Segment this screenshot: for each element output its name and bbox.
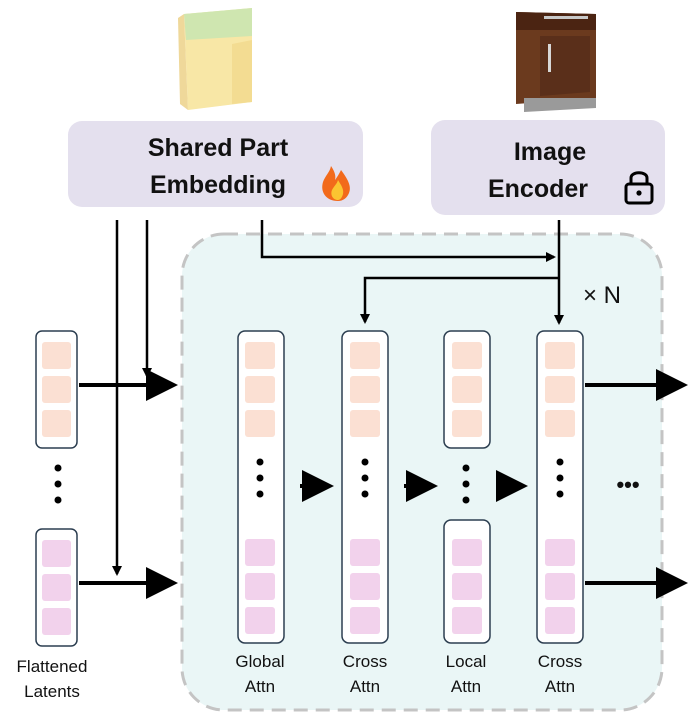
cross-attn-1-label-line1: Cross bbox=[343, 652, 387, 671]
encoder-to-cross-attn-1-arrow bbox=[360, 276, 559, 324]
cross-attn-2-label-line2: Attn bbox=[545, 677, 575, 696]
drawer-handle-icon bbox=[544, 16, 588, 19]
local-attn-label-line2: Attn bbox=[451, 677, 481, 696]
local-attn-label-line1: Local bbox=[446, 652, 487, 671]
repeat-n-label: × N bbox=[583, 282, 621, 309]
global-attn-block bbox=[237, 330, 285, 644]
image-encoder-line1: Image bbox=[514, 138, 586, 166]
embedding-to-cross-attn-line bbox=[260, 220, 556, 262]
cross-attn-1-label-line2: Attn bbox=[350, 677, 380, 696]
plain-cabinet-image bbox=[178, 8, 252, 110]
local-attn-block bbox=[443, 330, 491, 644]
flattened-latents-bottom bbox=[35, 528, 78, 647]
shared-part-line2: Embedding bbox=[150, 171, 286, 199]
fire-icon bbox=[322, 166, 350, 201]
lock-icon bbox=[624, 171, 654, 205]
shared-part-embedding-box: Shared Part Embedding bbox=[68, 121, 363, 207]
wooden-cabinet-image bbox=[516, 12, 596, 112]
image-encoder-line2: Encoder bbox=[488, 175, 588, 203]
image-encoder-box: Image Encoder bbox=[431, 120, 665, 215]
flattened-label-line2: Latents bbox=[24, 682, 80, 701]
flattened-latents-top bbox=[35, 330, 78, 449]
continuation-ellipsis: ••• bbox=[616, 472, 639, 497]
flattened-label-line1: Flattened bbox=[17, 657, 88, 676]
cross-attn-block-1 bbox=[341, 330, 389, 644]
cross-attn-2-label-line1: Cross bbox=[538, 652, 582, 671]
shared-part-line1: Shared Part bbox=[148, 134, 289, 162]
global-attn-label-line1: Global bbox=[235, 652, 284, 671]
door-handle-icon bbox=[548, 44, 551, 72]
global-attn-label-line2: Attn bbox=[245, 677, 275, 696]
cross-attn-block-2 bbox=[536, 330, 584, 644]
flattened-latents-dots bbox=[54, 464, 62, 504]
